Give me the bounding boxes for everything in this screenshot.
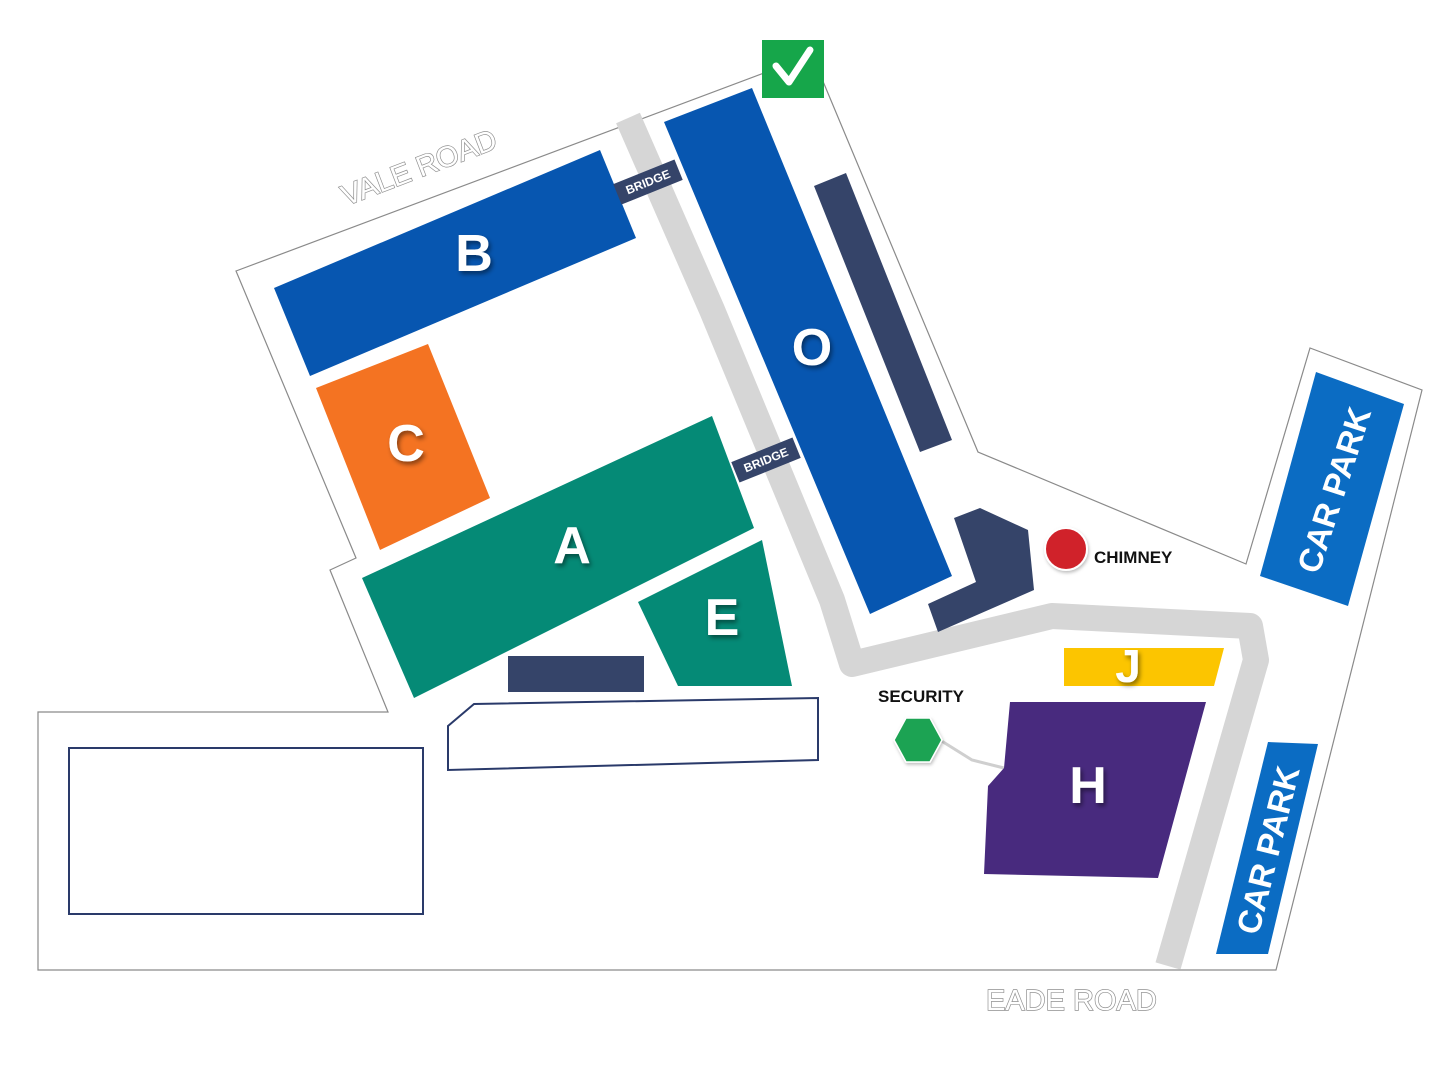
building-j-label: J [1115,640,1141,692]
building-c [316,344,490,550]
building-h [984,702,1206,878]
access-road [616,112,1269,970]
security-path [939,738,1005,770]
building-a [362,416,754,698]
building-o [664,88,952,614]
eade-road-label: EADE ROAD [986,985,1157,1017]
chimney-label: CHIMNEY [1094,548,1173,567]
loading-area [447,696,819,772]
checkmark-icon [762,40,824,98]
chimney-marker [1044,527,1088,571]
building-c-label: C [387,415,425,473]
yard-area [68,747,424,915]
building-b-label: B [455,225,493,283]
car-park-south-east [1216,742,1318,954]
building-b [274,150,636,376]
car-park-east [1260,372,1404,606]
building-a-label: A [553,517,591,575]
outbuilding-south-strip [508,656,644,692]
building-o-label: O [792,319,832,377]
building-e [638,540,792,686]
outbuilding-east-strip [814,173,952,452]
security-label: SECURITY [878,687,965,706]
building-h-label: H [1069,757,1107,815]
outbuilding-l-shape [928,508,1034,632]
building-e-label: E [705,589,740,647]
building-j [1064,648,1224,686]
security-marker [893,717,943,763]
